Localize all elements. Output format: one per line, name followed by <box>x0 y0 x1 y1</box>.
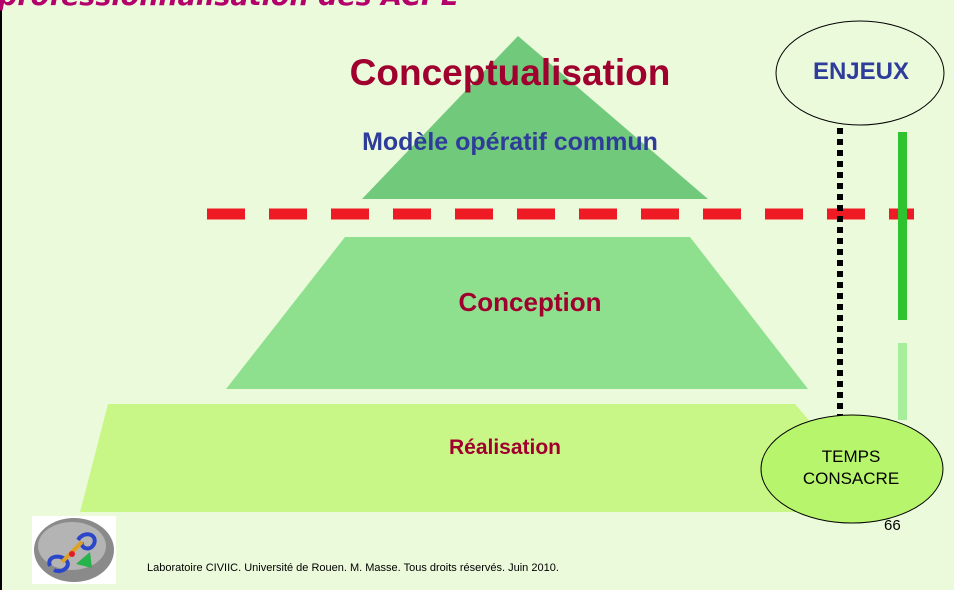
enjeux-label: ENJEUX <box>812 58 910 85</box>
enjeux-ellipse <box>775 20 945 126</box>
footer-credit: Laboratoire CIVIIC. Université de Rouen.… <box>147 562 559 574</box>
temps-consacre-label: TEMPS CONSACRE <box>756 446 946 490</box>
left-border <box>0 0 2 590</box>
modele-operatif-label: Modèle opératif commun <box>362 128 658 156</box>
page-number: 66 <box>884 517 901 534</box>
temps-line: TEMPS <box>821 447 881 466</box>
conceptualisation-tier <box>362 36 708 199</box>
slide-title: professionnalisation des ACPE <box>0 0 459 12</box>
realisation-tier <box>80 404 888 512</box>
light-green-bar <box>898 343 907 420</box>
consacre-line: CONSACRE <box>802 469 900 488</box>
conception-tier <box>226 237 808 389</box>
dark-green-bar <box>898 132 907 320</box>
realisation-label: Réalisation <box>448 436 562 459</box>
temps-ellipse <box>760 414 944 524</box>
conception-label: Conception <box>458 287 602 317</box>
conceptualisation-label: Conceptualisation <box>349 52 671 93</box>
laboratory-logo-icon <box>32 516 116 584</box>
